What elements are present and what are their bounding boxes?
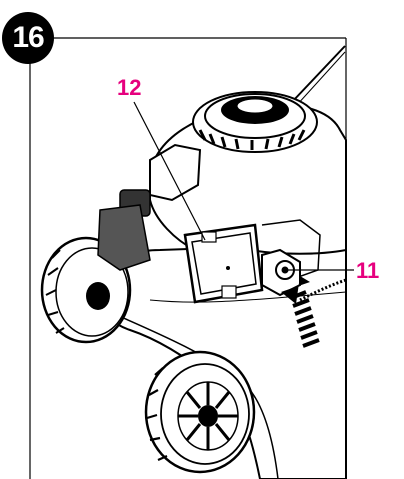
- handle-bar: [291, 45, 346, 103]
- throttle-cable: [299, 278, 347, 302]
- rear-wheel: [144, 350, 256, 474]
- callout-label-12: 12: [117, 75, 142, 100]
- handle-bar-inner: [295, 51, 346, 107]
- recoil-starter: [192, 91, 318, 153]
- front-wheel: [40, 236, 132, 344]
- step-number: 16: [12, 21, 44, 54]
- callout-label-11: 11: [356, 258, 380, 283]
- air-filter-housing: [183, 223, 264, 304]
- dashed-arrow-up-icon: [281, 276, 320, 348]
- step-number-badge: 16: [2, 12, 54, 64]
- carburetor: [97, 204, 151, 271]
- leader-line-12: [133, 101, 206, 241]
